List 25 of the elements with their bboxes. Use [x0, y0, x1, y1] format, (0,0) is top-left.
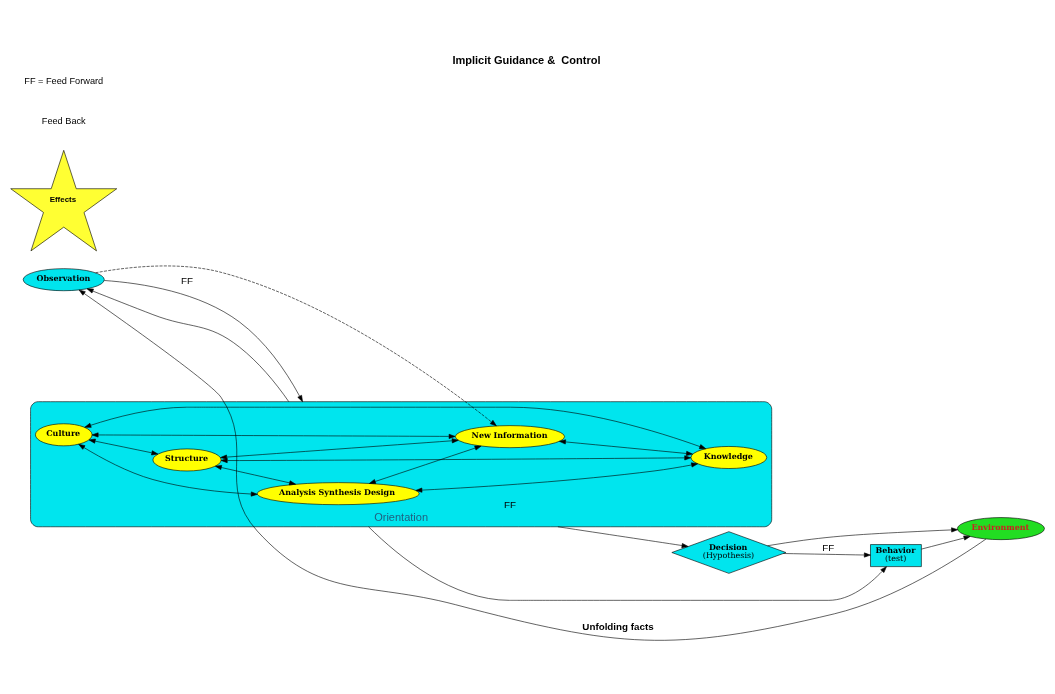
arrow [415, 462, 698, 493]
arrow [91, 432, 456, 439]
arrow [368, 526, 887, 601]
arrow [104, 280, 303, 402]
arrow [369, 445, 482, 484]
edge-label: FF [822, 541, 835, 553]
arrow [220, 455, 692, 463]
arrow [78, 289, 987, 641]
arrow [86, 288, 290, 402]
arrow [95, 265, 497, 427]
arrow [88, 438, 159, 456]
arrow [767, 527, 958, 547]
edge-label: FF [181, 274, 194, 286]
diagram-title: Implicit Guidance & Control [452, 54, 601, 67]
arrow [557, 526, 689, 548]
edge-label: FF [503, 499, 516, 511]
arrow [220, 438, 459, 460]
arrow [783, 552, 871, 558]
arrow [215, 465, 296, 486]
arrow [921, 535, 971, 550]
arrow [78, 443, 258, 497]
label: FF = Feed Forward [24, 75, 104, 86]
arrow [559, 439, 693, 456]
label: Feed Back [41, 115, 86, 126]
edge-label: Unfolding facts [582, 620, 654, 632]
